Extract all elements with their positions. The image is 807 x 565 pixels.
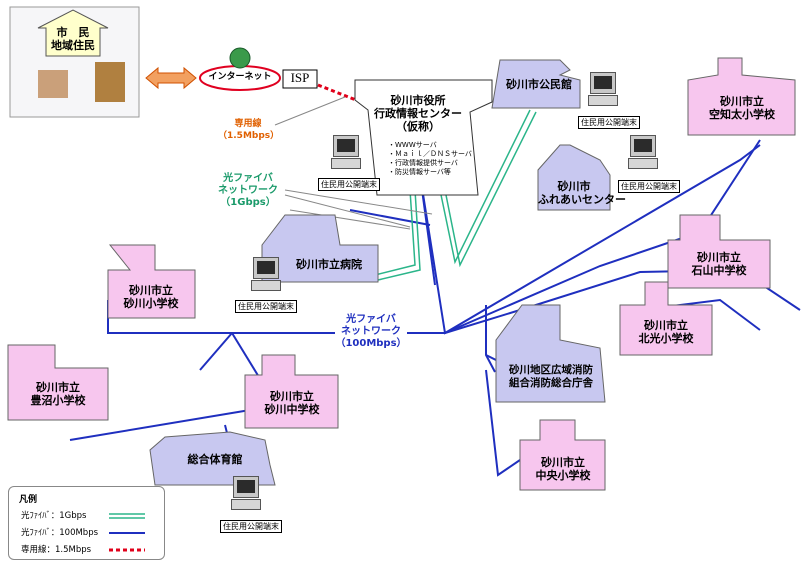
fiber-1g-line1: 光ファイバ <box>223 173 273 184</box>
legend-item-1g: 光ﾌｧｲﾊﾞ：1Gbps <box>21 511 87 521</box>
city-hall-line1: 砂川市役所 <box>390 94 446 107</box>
fureai-shape <box>537 144 611 211</box>
toyonuma-line2: 豊沼小学校 <box>30 394 86 407</box>
sunagawa-elem-line2: 砂川小学校 <box>123 297 179 310</box>
toyonuma-label: 砂川市立 豊沼小学校 <box>8 381 108 407</box>
terminal-label: 住民用公開端末 <box>235 300 297 313</box>
leased-line1: 専用線 <box>234 119 262 129</box>
fureai-line1: 砂川市 <box>557 180 591 193</box>
terminal-icon <box>628 135 658 169</box>
sorachibuto-line2: 空知太小学校 <box>709 108 775 121</box>
citizen-house-icon <box>37 9 109 57</box>
chuo-line2: 中央小学校 <box>535 469 591 482</box>
legend-item-leased: 専用線：1.5Mbps <box>21 545 92 555</box>
fiber-1g-line2: ネットワーク <box>218 185 278 196</box>
ishiyama-line1: 砂川市立 <box>697 251 741 264</box>
city-hall-line3: （仮称） <box>396 120 440 133</box>
sorachibuto-label: 砂川市立 空知太小学校 <box>692 95 792 121</box>
fiber-100m-line2: ネットワーク <box>341 326 401 337</box>
fiber-1g-line3: （1Gbps） <box>220 197 276 208</box>
community-hall-shape <box>491 59 581 109</box>
community-hall-label: 砂川市公民館 <box>506 78 572 91</box>
terminal-label: 住民用公開端末 <box>318 178 380 191</box>
citizens-label: 市 民 地域住民 <box>50 26 96 52</box>
chuo-label: 砂川市立 中央小学校 <box>522 456 604 482</box>
internet-label: インターネット <box>208 72 272 82</box>
fureai-line2: ふれあいセンター <box>538 193 626 206</box>
server-item: ・防災情報サーバ等 <box>388 168 451 176</box>
double-arrow-icon <box>145 66 197 90</box>
citizens-line1: 市 民 <box>56 26 90 39</box>
fire-hq-label: 砂川地区広域消防 組合消防総合庁舎 <box>496 364 606 390</box>
sunagawa-jh-label: 砂川市立 砂川中学校 <box>246 390 338 416</box>
isp-label: ISP <box>290 70 310 85</box>
server-list: ・WWWサーバ ・Ｍａｉｌ／ＤＮＳサーバ ・行政情報提供サーバ ・防災情報サーバ… <box>388 141 472 177</box>
gym-shape <box>149 431 276 486</box>
city-hall-shape <box>354 79 493 196</box>
sorachibuto-shape <box>687 57 796 136</box>
legend-swatch-leased <box>109 548 145 552</box>
fureai-label: 砂川市 ふれあいセンター <box>538 180 626 206</box>
hokko-shape <box>619 281 713 356</box>
fiber-100m-line3: （100Mbps） <box>335 338 407 349</box>
legend-swatch-100m <box>109 532 145 534</box>
fiber-1g-label: 光ファイバ ネットワーク （1Gbps） <box>212 173 284 209</box>
ishiyama-line2: 石山中学校 <box>691 264 747 277</box>
ishiyama-label: 砂川市立 石山中学校 <box>672 251 766 277</box>
city-hall-line2: 行政情報センター <box>374 107 462 120</box>
sunagawa-elem-shape <box>107 244 196 319</box>
terminal-icon <box>231 476 261 510</box>
person-icon <box>38 70 68 98</box>
sunagawa-elem-label: 砂川市立 砂川小学校 <box>108 284 194 310</box>
toyonuma-line1: 砂川市立 <box>36 381 80 394</box>
fiber-1g-lines <box>374 109 537 281</box>
globe-icon <box>229 47 251 69</box>
city-hall-label: 砂川市役所 行政情報センター （仮称） <box>357 94 479 133</box>
hokko-line2: 北光小学校 <box>638 332 694 345</box>
legend: 凡例 光ﾌｧｲﾊﾞ：1Gbps 光ﾌｧｲﾊﾞ：100Mbps 専用線：1.5Mb… <box>8 486 165 560</box>
legend-title: 凡例 <box>19 495 38 505</box>
sorachibuto-line1: 砂川市立 <box>720 95 764 108</box>
terminal-label: 住民用公開端末 <box>618 180 680 193</box>
legend-item-100m: 光ﾌｧｲﾊﾞ：100Mbps <box>21 528 99 538</box>
toyonuma-shape <box>7 344 109 421</box>
leased-line-label: 専用線 （1.5Mbps） <box>218 118 280 142</box>
fire-hq-line1: 砂川地区広域消防 <box>509 364 593 376</box>
sunagawa-jh-line2: 砂川中学校 <box>264 403 320 416</box>
sunagawa-jh-shape <box>244 354 339 429</box>
chuo-shape <box>519 419 606 491</box>
chuo-line1: 砂川市立 <box>541 456 585 469</box>
person-icon-2 <box>95 62 125 102</box>
terminal-icon <box>588 72 618 106</box>
server-item: ・Ｍａｉｌ／ＤＮＳサーバ <box>388 150 472 158</box>
hokko-line1: 砂川市立 <box>644 319 688 332</box>
fire-hq-shape <box>495 304 606 403</box>
terminal-label: 住民用公開端末 <box>220 520 282 533</box>
terminal-icon <box>331 135 361 169</box>
gym-label: 総合体育館 <box>187 453 243 466</box>
leased-line <box>317 83 357 102</box>
server-item: ・WWWサーバ <box>388 141 437 149</box>
leased-line2: （1.5Mbps） <box>218 131 280 141</box>
sunagawa-elem-line1: 砂川市立 <box>129 284 173 297</box>
citizens-line2: 地域住民 <box>51 39 95 52</box>
fire-hq-line2: 組合消防総合庁舎 <box>509 377 593 389</box>
server-item: ・行政情報提供サーバ <box>388 159 458 167</box>
hokko-label: 砂川市立 北光小学校 <box>622 319 710 345</box>
sunagawa-jh-line1: 砂川市立 <box>270 390 314 403</box>
ishiyama-shape <box>667 214 771 289</box>
fiber-100m-line1: 光ファイバ <box>346 314 396 325</box>
legend-swatch-1g <box>109 513 145 519</box>
hospital-label: 砂川市立病院 <box>296 258 362 271</box>
terminal-icon <box>251 257 281 291</box>
fiber-100m-label: 光ファイバ ネットワーク （100Mbps） <box>335 314 407 350</box>
terminal-label: 住民用公開端末 <box>578 116 640 129</box>
hospital-shape <box>261 214 379 283</box>
